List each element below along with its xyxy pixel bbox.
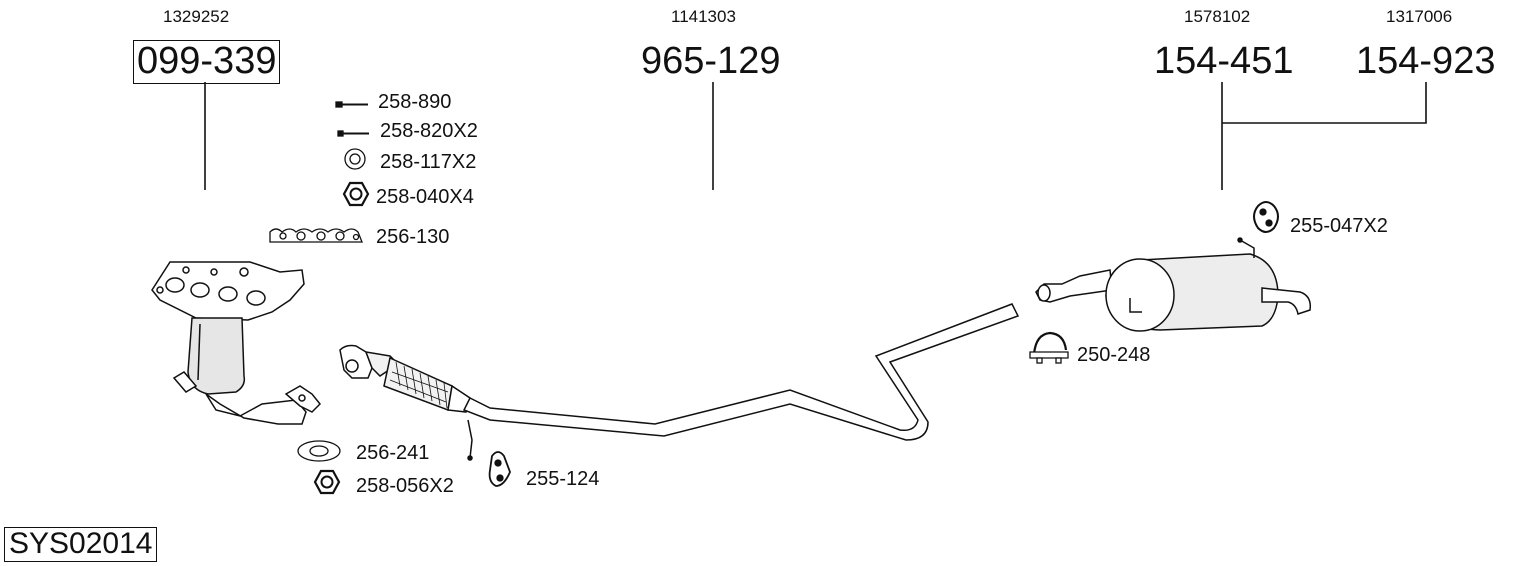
nut-icon bbox=[342, 181, 370, 207]
oem-number: 1578102 bbox=[1184, 7, 1251, 26]
flange-nut-icon bbox=[313, 469, 341, 495]
washer-icon bbox=[344, 148, 366, 170]
clamp-icon bbox=[1029, 331, 1069, 364]
hardware-icons bbox=[269, 101, 1279, 495]
leader-154-923 bbox=[1222, 82, 1427, 124]
leader-lines bbox=[204, 82, 1427, 190]
rear-hanger-icon bbox=[1253, 201, 1279, 233]
bolt-short-icon bbox=[337, 130, 369, 137]
rear-silencer-drawing bbox=[1035, 237, 1312, 332]
oem-number: 1141303 bbox=[671, 7, 736, 26]
manifold-catalyst-drawing bbox=[151, 261, 322, 425]
front-pipe-drawing bbox=[339, 303, 1020, 461]
flex-braid bbox=[389, 361, 449, 409]
manifold-gasket-icon bbox=[269, 228, 363, 243]
part-number-rear-silencer-alt[interactable]: 154-923 bbox=[1356, 40, 1496, 82]
oem-number: 1329252 bbox=[163, 7, 230, 26]
label-gasket-manifold[interactable]: 256-130 bbox=[376, 226, 450, 248]
flange-gasket-icon bbox=[297, 440, 341, 462]
diagram-id: SYS02014 bbox=[4, 527, 158, 562]
bolt-long-icon bbox=[335, 101, 368, 108]
front-hanger-icon bbox=[488, 451, 511, 487]
part-number-front-pipe[interactable]: 965-129 bbox=[641, 40, 781, 82]
label-nut-flange[interactable]: 258-056X2 bbox=[356, 475, 454, 497]
label-hanger-rear[interactable]: 255-047X2 bbox=[1290, 215, 1388, 237]
label-gasket-flange[interactable]: 256-241 bbox=[356, 442, 430, 464]
label-bolt-short[interactable]: 258-820X2 bbox=[380, 120, 478, 142]
label-bolt-long[interactable]: 258-890 bbox=[378, 91, 452, 113]
oem-number: 1317006 bbox=[1386, 7, 1453, 26]
label-clamp[interactable]: 250-248 bbox=[1077, 344, 1151, 366]
label-hanger-front[interactable]: 255-124 bbox=[526, 468, 600, 490]
part-number-rear-silencer[interactable]: 154-451 bbox=[1154, 40, 1294, 82]
label-washer[interactable]: 258-117X2 bbox=[380, 151, 477, 173]
part-number-manifold[interactable]: 099-339 bbox=[133, 40, 281, 84]
label-nut-manifold[interactable]: 258-040X4 bbox=[376, 186, 474, 208]
